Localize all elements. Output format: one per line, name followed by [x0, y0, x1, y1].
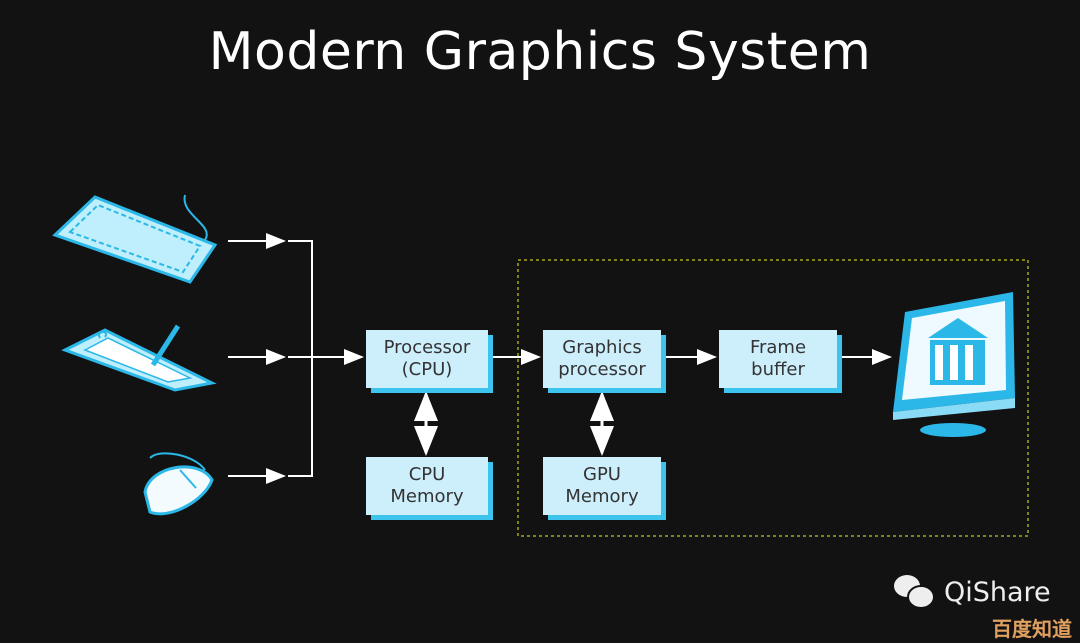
mouse-icon — [143, 452, 214, 516]
box-label: processor — [558, 359, 646, 380]
input-bus — [288, 240, 313, 477]
box-label: buffer — [751, 359, 805, 380]
box-label: Frame — [749, 337, 807, 358]
keyboard-icon — [52, 194, 218, 284]
box-label: Memory — [390, 486, 464, 507]
box-label: Processor — [383, 337, 471, 358]
monitor-icon — [893, 292, 1015, 437]
tablet-icon — [61, 324, 217, 392]
box-label: GPU — [583, 464, 621, 485]
box-label: Memory — [565, 486, 639, 507]
box-label: CPU — [408, 464, 446, 485]
watermark-brand: QiShare — [944, 577, 1051, 608]
watermark-site: 百度知道 — [992, 617, 1072, 641]
gpu-subsystem-boundary — [517, 259, 1029, 537]
processor-cpu-box: Processor(CPU) — [366, 330, 488, 388]
slide-title: Modern Graphics System — [208, 22, 872, 82]
box-label: (CPU) — [401, 359, 453, 380]
box-label: Graphics — [562, 337, 642, 358]
wechat-icon — [894, 575, 935, 609]
